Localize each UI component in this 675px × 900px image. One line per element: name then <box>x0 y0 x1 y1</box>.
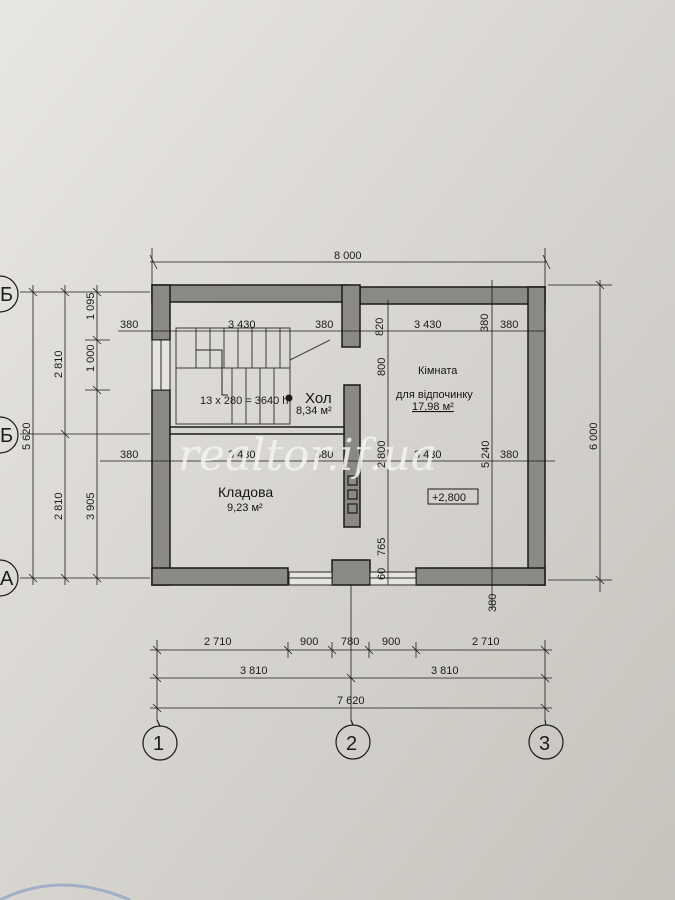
dim-lines-bottom <box>150 585 552 720</box>
rest-room-area: 17,98 м² <box>412 401 454 413</box>
windows <box>151 339 417 586</box>
dim-below-right: 380 <box>487 594 499 612</box>
dim-r1-1: 3 430 <box>228 319 256 331</box>
dim-v-0: 800 <box>376 358 388 376</box>
dim-overall-width: 8 000 <box>334 250 362 262</box>
ventilation-shafts <box>347 475 358 514</box>
dim-r1-0: 380 <box>120 319 138 331</box>
staircase <box>175 327 331 425</box>
level-mark-box <box>427 488 479 505</box>
dim-lines-vertical-inner <box>387 280 493 610</box>
axis-bubbles-left <box>0 275 19 597</box>
dim-b3: 7 620 <box>337 695 365 707</box>
axis-1: 1 <box>153 733 164 755</box>
rest-room-name-2: для відпочинку <box>396 389 473 401</box>
dim-left-inner-bottom: 3 905 <box>85 492 97 520</box>
dim-right-overall: 6 000 <box>588 422 600 450</box>
dim-r1-4: 380 <box>500 319 518 331</box>
dim-r2-1: 3 430 <box>228 449 256 461</box>
storage-area: 9,23 м² <box>227 502 263 514</box>
walls <box>151 284 546 586</box>
dim-lines-left <box>20 285 150 585</box>
hall-name: Хол <box>305 390 332 407</box>
axis-left-bottom: А <box>0 568 14 590</box>
axis-bubbles-bottom <box>142 719 564 761</box>
dim-b1-1: 900 <box>300 636 318 648</box>
dim-r2-4: 380 <box>500 449 518 461</box>
watermark: realtor.if.ua <box>178 430 437 481</box>
dim-r1-3: 3 430 <box>414 319 442 331</box>
stamp-edge <box>0 883 131 900</box>
storage-name: Кладова <box>218 484 273 500</box>
rest-room-name: Кімната <box>418 365 458 377</box>
dim-b1-3: 900 <box>382 636 400 648</box>
dim-b1-0: 2 710 <box>204 636 232 648</box>
dim-r2-2: 380 <box>315 449 333 461</box>
dim-r1-extra-1: 380 <box>479 314 491 332</box>
dim-b1-4: 2 710 <box>472 636 500 648</box>
dim-r1-2: 380 <box>315 319 333 331</box>
dim-left-outer: 5 620 <box>21 422 33 450</box>
dim-left-inner-top: 1 095 <box>85 292 97 320</box>
dim-b2-0: 3 810 <box>240 665 268 677</box>
axis-2: 2 <box>346 733 357 755</box>
dim-b1-2: 780 <box>341 636 359 648</box>
dim-left-mid-top: 2 810 <box>53 350 65 378</box>
dim-v-2: 5 240 <box>480 440 492 468</box>
stair-note: 13 x 280 = 3640 h <box>200 395 288 407</box>
dim-v-3: 765 <box>376 538 388 556</box>
level-mark: +2,800 <box>432 492 466 504</box>
dim-r1-extra-0: 820 <box>374 318 386 336</box>
dim-b2-1: 3 810 <box>431 665 459 677</box>
axis-3: 3 <box>539 733 550 755</box>
hall-area: 8,34 м² <box>296 405 332 417</box>
dim-left-mid-bottom: 2 810 <box>53 492 65 520</box>
dim-lines-right <box>548 280 612 592</box>
dim-left-inner-mid: 1 000 <box>85 344 97 372</box>
hall-marker-dot <box>285 394 293 402</box>
axis-left-top: Б <box>0 284 13 306</box>
axis-left-mid: Б <box>0 425 13 447</box>
dim-v-1: 2 800 <box>376 440 388 468</box>
dim-r2-3: 3 430 <box>414 449 442 461</box>
dim-r2-0: 380 <box>120 449 138 461</box>
dim-lines-top <box>100 248 555 462</box>
dim-v-4: 60 <box>376 568 388 580</box>
